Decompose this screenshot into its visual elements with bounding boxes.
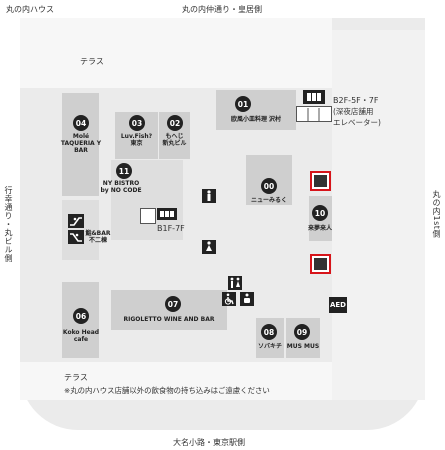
restroom-pair-icon: [228, 276, 242, 290]
shop-08-badge: 08: [261, 324, 277, 340]
label-gyoko-dori: 行幸通り・丸ビル側: [4, 186, 13, 263]
shop-08-name: ソバキチ: [257, 343, 282, 350]
label-marunouchi-house: 丸の内ハウス: [6, 5, 54, 14]
smoking-area-lower-icon: [310, 254, 331, 274]
smoking-area-icon: [310, 171, 331, 191]
shop-05-name: 鮨&BAR 不二棟: [85, 230, 111, 244]
shop-01-badge: 01: [235, 96, 251, 112]
shop-00-badge: 00: [261, 178, 277, 194]
elevator-note-label: (深夜店舗用 エレベーター): [333, 107, 381, 127]
shop-10-badge: 10: [312, 205, 328, 221]
shop-02-name: もへじ 新丸ビル: [162, 133, 187, 147]
restroom-women-icon: [202, 240, 216, 254]
escalator-down-icon: [68, 230, 84, 244]
shop-01-name: 欧風小皿料理 沢村: [230, 116, 282, 123]
baby-care-icon: [240, 292, 254, 306]
label-tokyo-station: 大名小路・東京駅側: [173, 438, 245, 447]
shop-00-name: ニューみるく: [250, 197, 287, 204]
label-naka-dori: 丸の内仲通り・皇居側: [182, 5, 262, 14]
elevator-floors-label: B2F-5F・7F: [333, 96, 379, 105]
shop-01-block[interactable]: [216, 90, 296, 130]
label-1st-side: 丸の内1st側: [432, 190, 441, 238]
side-corridor: [332, 30, 425, 400]
shop-09-badge: 09: [294, 324, 310, 340]
shop-03-name: Luv.Fish? 東京: [120, 133, 153, 147]
shop-04-name: Molé TAQUERIA Y BAR: [60, 133, 102, 154]
restroom-icon: [202, 189, 216, 203]
shop-10-name: 来夢来人: [307, 225, 332, 232]
elevator-b1-door-icon: [140, 208, 156, 224]
terrace-top-label: テラス: [80, 57, 104, 66]
terrace-bottom-label: テラス: [64, 373, 88, 382]
shop-04-badge: 04: [73, 115, 89, 131]
shop-04-block[interactable]: [62, 93, 99, 196]
shop-09-name: MUS MUS: [286, 343, 320, 350]
shop-07-name: RIGOLETTO WINE AND BAR: [123, 316, 215, 323]
shop-11-name: NY BISTRO by NO CODE: [100, 180, 142, 194]
shop-02-badge: 02: [167, 115, 183, 131]
notice-text: ※丸の内ハウス店舗以外の飲食物の持ち込みはご遠慮ください: [64, 386, 270, 395]
elevator-b1-label: B1F-7F: [157, 224, 185, 233]
escalator-icon: [68, 214, 84, 228]
terrace-top-area: [20, 18, 332, 88]
shop-11-badge: 11: [116, 163, 132, 179]
shop-03-badge: 03: [129, 115, 145, 131]
shop-07-badge: 07: [165, 296, 181, 312]
elevator-icon: [303, 90, 325, 104]
aed-icon: AED: [329, 297, 347, 313]
elevator-doors-icon: [296, 106, 332, 122]
terrace-bottom-area: [20, 362, 332, 400]
elevator-b1-icon: [157, 208, 177, 220]
shop-06-name: Koko Head cafe: [62, 329, 100, 343]
shop-06-badge: 06: [73, 308, 89, 324]
wheelchair-icon: [222, 292, 236, 306]
